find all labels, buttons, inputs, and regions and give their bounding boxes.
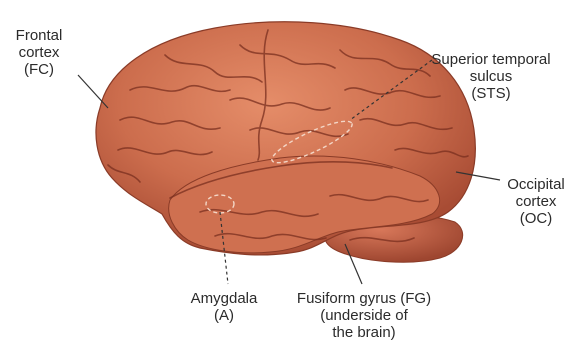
superior-temporal-sulcus-label: Superior temporal sulcus (STS): [412, 51, 570, 102]
occipital-cortex-label: Occipital cortex (OC): [494, 176, 578, 227]
frontal-cortex-label: Frontal cortex (FC): [6, 27, 72, 78]
fusiform-gyrus-label: Fusiform gyrus (FG) (underside of the br…: [287, 290, 441, 341]
amygdala-label: Amygdala (A): [188, 290, 260, 324]
leader-line-fc: [78, 75, 108, 108]
